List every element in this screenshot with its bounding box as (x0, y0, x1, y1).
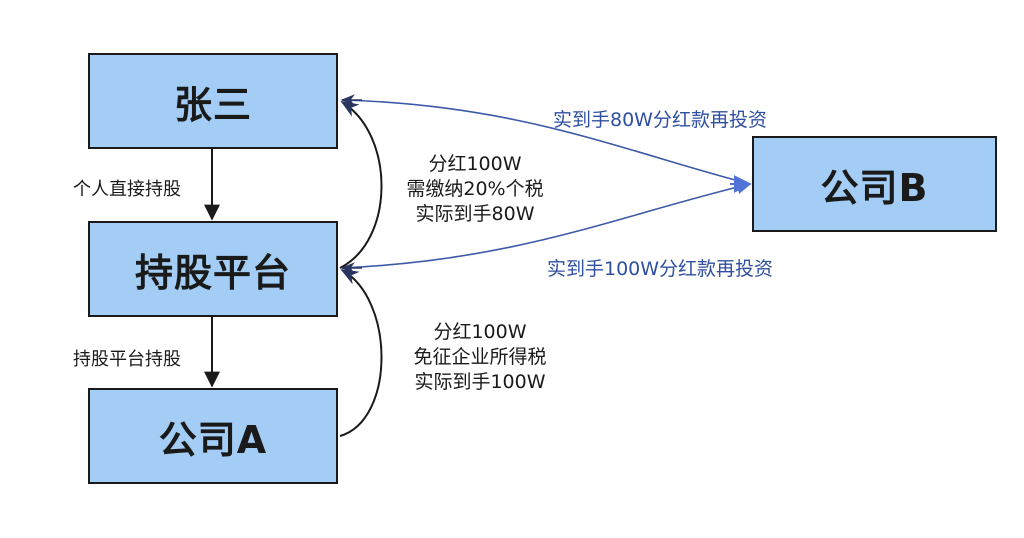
note-platform-dividend: 分红100W 免征企业所得税 实际到手100W (400, 320, 560, 395)
node-label: 公司A (158, 417, 268, 462)
note-line: 免征企业所得税 (413, 346, 547, 368)
edge-platform-to-zhangsan-dividend (339, 101, 383, 269)
node-company-a: 公司A (88, 388, 338, 484)
note-personal-dividend: 分红100W 需缴纳20%个税 实际到手80W (395, 152, 555, 227)
reinvest-label-80w: 实到手80W分红款再投资 (553, 109, 767, 131)
note-line: 实际到手100W (414, 371, 546, 393)
note-line: 分红100W (433, 321, 527, 343)
reinvest-label-100w: 实到手100W分红款再投资 (547, 258, 774, 280)
node-label: 张三 (173, 82, 252, 127)
edge-zhangsan-companyB-reinvest (341, 99, 751, 185)
node-holding-platform: 持股平台 (88, 221, 338, 317)
note-line: 分红100W (428, 153, 522, 175)
node-label: 公司B (820, 165, 929, 210)
note-line: 需缴纳20%个税 (406, 178, 544, 200)
edge-label-platform-hold: 持股平台持股 (73, 349, 181, 370)
edge-label-direct-hold: 个人直接持股 (73, 179, 181, 200)
node-zhangsan: 张三 (88, 53, 338, 149)
node-company-b: 公司B (752, 136, 997, 232)
edge-platform-companyB-reinvest (341, 180, 752, 269)
edge-companyA-to-platform-dividend (339, 269, 383, 437)
note-line: 实际到手80W (415, 203, 535, 225)
node-label: 持股平台 (134, 250, 291, 295)
